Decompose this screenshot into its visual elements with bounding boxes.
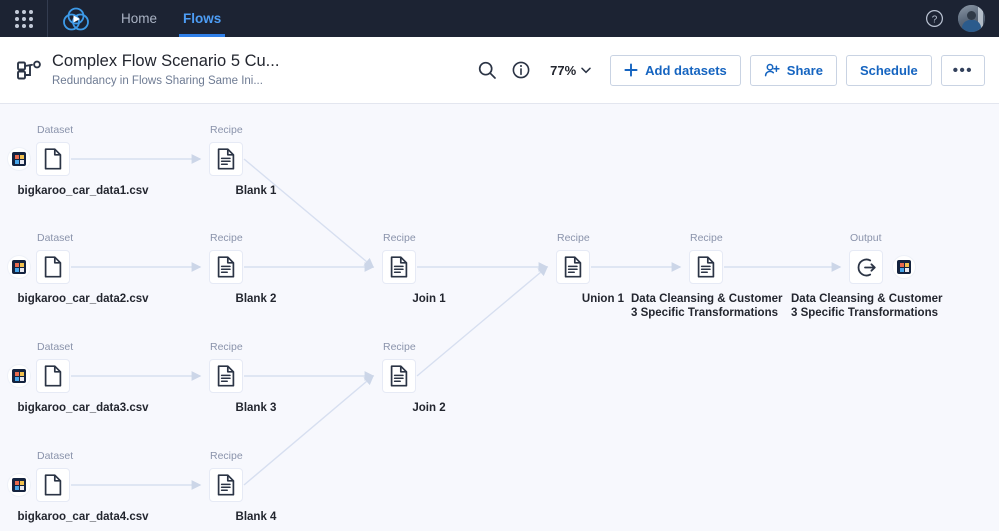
- node-kind-label: Recipe: [383, 341, 416, 353]
- node-kind-label: Recipe: [210, 450, 243, 462]
- share-label: Share: [786, 62, 823, 78]
- person-add-icon: [764, 63, 780, 77]
- node-kind-label: Dataset: [37, 341, 74, 353]
- app-launcher-button[interactable]: [0, 0, 48, 37]
- zoom-level-value: 77%: [550, 62, 577, 78]
- node-label[interactable]: bigkaroo_car_data3.csv: [17, 402, 149, 414]
- edge-j2-to-u1: [416, 266, 549, 377]
- node-label[interactable]: bigkaroo_car_data2.csv: [17, 293, 149, 305]
- more-options-button[interactable]: •••: [940, 54, 985, 86]
- node-kind-label: Dataset: [37, 450, 74, 462]
- header-titles: Complex Flow Scenario 5 Cu... Redundancy…: [52, 51, 279, 89]
- search-icon: [478, 61, 496, 79]
- top-navbar: Home Flows ?: [0, 0, 999, 37]
- node-label[interactable]: Join 1: [412, 293, 446, 305]
- recipe-node-icon[interactable]: [209, 359, 243, 393]
- node-label[interactable]: Blank 4: [235, 511, 277, 523]
- play-triangle-logo-icon: [63, 7, 89, 30]
- info-icon: [512, 61, 530, 79]
- node-label[interactable]: bigkaroo_car_data4.csv: [17, 511, 149, 523]
- recipe-node-icon[interactable]: [382, 250, 416, 284]
- schedule-label: Schedule: [859, 62, 918, 78]
- node-kind-label: Recipe: [557, 232, 590, 244]
- node-kind-label: Dataset: [37, 124, 74, 136]
- recipe-node-icon[interactable]: [556, 250, 590, 284]
- dataset-node-icon[interactable]: [36, 142, 70, 176]
- dataset-node-icon[interactable]: [36, 468, 70, 502]
- node-kind-label: Recipe: [210, 232, 243, 244]
- node-label[interactable]: Blank 2: [235, 293, 277, 305]
- node-label[interactable]: Blank 1: [235, 185, 277, 197]
- node-label[interactable]: Join 2: [412, 402, 446, 414]
- nav-tabs: Home Flows: [108, 0, 234, 37]
- data-source-badge-icon[interactable]: [8, 365, 30, 387]
- recipe-node-icon[interactable]: [209, 250, 243, 284]
- nav-tab-flows[interactable]: Flows: [170, 0, 234, 37]
- data-source-badge-icon[interactable]: [8, 474, 30, 496]
- flow-graph-icon: [17, 60, 41, 80]
- recipe-node-icon[interactable]: [209, 142, 243, 176]
- zoom-level-select[interactable]: 77%: [550, 63, 591, 78]
- schedule-button[interactable]: Schedule: [845, 54, 932, 86]
- node-label[interactable]: Union 1: [581, 293, 625, 305]
- node-label[interactable]: Blank 3: [235, 402, 277, 414]
- recipe-node-icon[interactable]: [689, 250, 723, 284]
- node-kind-label: Recipe: [210, 341, 243, 353]
- data-source-badge-icon[interactable]: [8, 256, 30, 278]
- chevron-down-icon: [581, 67, 591, 73]
- node-label[interactable]: Data Cleansing & Customer 3 Specific Tra…: [631, 293, 783, 319]
- share-button[interactable]: Share: [749, 54, 837, 86]
- brand-logo-icon[interactable]: [48, 0, 104, 37]
- dataset-node-icon[interactable]: [36, 250, 70, 284]
- page-title: Complex Flow Scenario 5 Cu...: [52, 52, 280, 70]
- node-label[interactable]: bigkaroo_car_data1.csv: [17, 185, 149, 197]
- nav-tab-home[interactable]: Home: [121, 11, 158, 26]
- navbar-right-actions: ?: [925, 5, 999, 32]
- header-toolbar: 77% Add datasets Share Schedule •••: [470, 53, 999, 87]
- edge-r4-to-j2: [243, 375, 375, 486]
- data-source-badge-icon[interactable]: [8, 148, 30, 170]
- node-kind-label: Recipe: [690, 232, 723, 244]
- edge-r1-to-j1: [243, 158, 375, 268]
- search-button[interactable]: [470, 53, 504, 87]
- add-datasets-label: Add datasets: [645, 62, 727, 78]
- recipe-node-icon[interactable]: [209, 468, 243, 502]
- data-source-badge-icon[interactable]: [893, 256, 915, 278]
- plus-icon: [624, 63, 638, 77]
- flow-header-bar: Complex Flow Scenario 5 Cu... Redundancy…: [0, 37, 999, 104]
- page-subtitle: Redundancy in Flows Sharing Same Ini...: [52, 75, 263, 87]
- add-datasets-button[interactable]: Add datasets: [610, 54, 741, 86]
- grid-dots-icon: [14, 9, 33, 28]
- avatar[interactable]: [958, 5, 985, 32]
- node-label[interactable]: Data Cleansing & Customer 3 Specific Tra…: [791, 293, 943, 319]
- svg-text:?: ?: [932, 15, 938, 26]
- more-options-label: •••: [952, 61, 973, 79]
- node-kind-label: Output: [850, 232, 882, 244]
- help-icon[interactable]: ?: [925, 9, 944, 28]
- recipe-node-icon[interactable]: [382, 359, 416, 393]
- dataset-node-icon[interactable]: [36, 359, 70, 393]
- node-kind-label: Recipe: [383, 232, 416, 244]
- node-kind-label: Dataset: [37, 232, 74, 244]
- output-node-icon[interactable]: [849, 250, 883, 284]
- info-button[interactable]: [504, 53, 538, 87]
- node-kind-label: Recipe: [210, 124, 243, 136]
